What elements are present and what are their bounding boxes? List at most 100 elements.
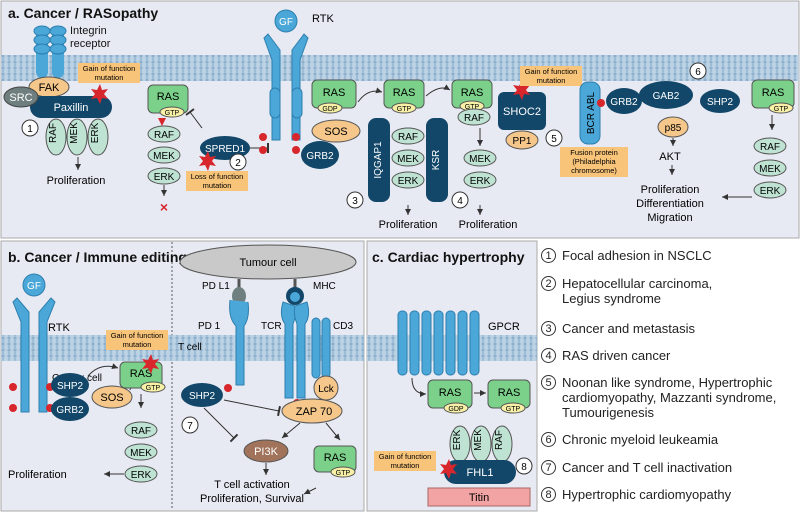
p85-protein	[657, 116, 689, 138]
gof-label-c: Gain of function	[379, 452, 432, 461]
pp1-label: PP1	[513, 136, 532, 147]
legend-text: Chronic myeloid leukeamia	[562, 432, 719, 447]
num-3: 3	[352, 196, 358, 207]
outcome-a-2: Differentiation	[636, 198, 704, 210]
gof-label-1-bg	[78, 63, 140, 83]
integrin-label-l1: Integrin	[70, 25, 107, 37]
titin-label: Titin	[469, 492, 489, 504]
ras-gtp-c-label: RAS	[498, 387, 521, 399]
prolif-4: Proliferation	[459, 219, 518, 231]
ras-b-label: RAS	[130, 368, 153, 380]
rtk-b-label: RTK	[48, 322, 70, 334]
cd3-label: CD3	[333, 321, 353, 332]
p-site-a2	[259, 146, 267, 154]
cross-mark: ×	[160, 199, 168, 215]
tcr-label: TCR	[261, 321, 282, 332]
fak-label: FAK	[39, 82, 60, 94]
raf5-label: RAF	[760, 142, 780, 153]
ras-3-label: RAS	[461, 87, 484, 99]
t-cell-label: T cell	[178, 342, 202, 353]
pdl1-label: PD L1	[202, 281, 230, 292]
outcome-b-2: Proliferation, Survival	[200, 493, 304, 505]
pp1-protein	[505, 130, 539, 150]
mek2-label: MEK	[153, 151, 175, 162]
raf-c-label: RAF	[494, 430, 505, 450]
fhl1-label: FHL1	[467, 467, 494, 479]
sos-b-protein	[91, 385, 133, 409]
legend-item-3: 3 Cancer and metastasis	[541, 321, 695, 336]
gf-ligand-b	[22, 273, 46, 297]
iqgap1-scaffold	[368, 118, 390, 202]
mek3	[391, 149, 425, 167]
gab2-label: GAB2	[653, 91, 680, 102]
rtk-receptor-a	[263, 33, 309, 141]
num-1-marker	[21, 119, 39, 137]
pd1-receptor	[229, 299, 249, 386]
shoc2-protein	[498, 92, 546, 130]
integrin-label-2: receptor	[70, 38, 111, 50]
akt-label: AKT	[659, 151, 681, 163]
bcr-abl-label: BCR ABL	[586, 91, 597, 134]
grb2-b-label: GRB2	[610, 97, 638, 108]
erk1-label: ERK	[90, 122, 101, 143]
gof-label-b: Gain of function	[111, 331, 164, 340]
lof-label: Loss of function	[191, 172, 244, 181]
num-1: 1	[27, 124, 33, 135]
gtp-c: GTP	[506, 406, 521, 413]
lof-label-bg	[186, 171, 248, 191]
grb2-b2-label: GRB2	[56, 405, 84, 416]
num-3-marker	[346, 191, 364, 209]
spred1-label: SPRED1	[205, 144, 245, 155]
fusion-label-2: (Philadelphia	[572, 157, 616, 166]
erk3	[391, 171, 425, 189]
grb2-a-protein	[301, 141, 339, 169]
p-site-a3	[292, 133, 300, 141]
fusion-label-bg	[560, 147, 628, 177]
erk-c-label: ERK	[452, 429, 463, 450]
integrin-label: Integrin	[70, 25, 107, 37]
gof-label-bb: mutation	[123, 340, 152, 349]
p-site-a4	[292, 146, 300, 154]
mek1-label: MEK	[69, 122, 80, 144]
src-protein	[3, 86, 39, 108]
legend-num: 2	[541, 276, 556, 291]
zap70-protein	[281, 398, 343, 424]
num-6-marker	[689, 62, 707, 80]
ras-gdp-a-label: RAS	[323, 87, 346, 99]
gpcr-receptor	[397, 310, 480, 376]
gof-star-c	[440, 459, 457, 479]
gtp-t-badge	[330, 466, 356, 478]
legend-num: 8	[541, 487, 556, 502]
gof-label-cb: mutation	[391, 461, 420, 470]
paxillin-label: Paxillin	[54, 102, 89, 114]
erk5-label: ERK	[760, 186, 781, 197]
mek-c-label: MEK	[473, 429, 484, 451]
legend-num: 3	[541, 321, 556, 336]
mek5	[753, 159, 787, 177]
num-4-marker	[451, 191, 469, 209]
cd3-b	[321, 317, 331, 379]
legend-text: Hypertrophic cardiomyopathy	[562, 487, 732, 502]
pi3k-protein	[243, 439, 289, 463]
shoc2-label: SHOC2	[503, 106, 541, 118]
gof-star-2	[513, 80, 530, 100]
raf3	[391, 127, 425, 145]
integrin-receptor	[33, 25, 67, 78]
panel-a-title: a. Cancer / RASopathy	[8, 5, 158, 21]
zap70-label: ZAP 70	[296, 406, 333, 418]
gdp-c: GDP	[448, 406, 464, 413]
arrow-gdp-gtp-a	[357, 87, 383, 103]
raf-mek-erk-2: RAF MEK ERK	[147, 118, 181, 185]
legend-text: Noonan like syndrome, Hypertrophic cardi…	[562, 375, 777, 420]
gof-star-b	[142, 354, 159, 374]
p-site-bcr	[597, 99, 605, 107]
erk4	[463, 171, 497, 189]
gof-label-2b: mutation	[537, 76, 566, 85]
gab2-protein	[639, 81, 693, 109]
num-2-marker	[229, 153, 247, 171]
erk-b	[124, 465, 158, 483]
raf-b-label: RAF	[131, 426, 151, 437]
gtp-2: GTP	[397, 106, 412, 113]
arrow-zap-ras	[325, 422, 341, 441]
legend-text: Hepatocellular carcinoma, Legius syndrom…	[562, 276, 713, 306]
